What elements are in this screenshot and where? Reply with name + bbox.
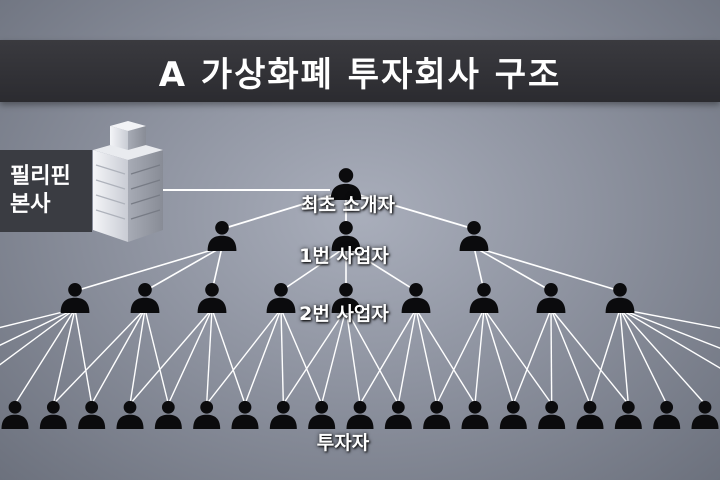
connector-level2-to-investor — [619, 308, 706, 405]
title-banner: A 가상화폐 투자회사 구조 — [0, 40, 720, 102]
connector-level1-to-level2 — [280, 246, 347, 292]
person-investor-icon — [269, 400, 297, 429]
person-investor-icon — [231, 400, 259, 429]
connector-level2-to-investor — [52, 308, 146, 405]
connector-level2-to-investor — [550, 308, 553, 405]
connector-level2-to-investor — [436, 308, 485, 405]
connector-offscreen-line — [0, 308, 76, 346]
connector-level2-to-investor — [619, 308, 668, 405]
connector-level2-to-investor — [205, 308, 213, 405]
person-level2-icon — [130, 283, 160, 313]
person-investor-icon — [384, 400, 412, 429]
connector-level2-to-investor — [52, 308, 76, 405]
person-investor-icon — [423, 400, 451, 429]
connector-level2-to-investor — [345, 308, 399, 405]
tier-label-investors: 투자자 — [316, 432, 370, 454]
tier-label-level2: 2번 사업자 — [299, 303, 389, 325]
diagram-title: A 가상화폐 투자회사 구조 — [158, 54, 562, 95]
connector-offscreen-line — [0, 308, 76, 366]
connector-level2-to-investor — [619, 308, 630, 405]
connector-level2-to-investor — [320, 308, 347, 405]
person-investor-icon — [653, 400, 681, 429]
connector-level2-to-investor — [550, 308, 591, 405]
connector-level2-to-investor — [211, 308, 246, 405]
connector-level2-to-investor — [91, 308, 146, 405]
connector-level2-to-investor — [359, 308, 417, 405]
connector-level2-to-investor — [397, 308, 417, 405]
connector-level2-to-investor — [244, 308, 282, 405]
connector-offscreen-line — [619, 308, 720, 349]
headquarters-label-line2: 본사 — [10, 192, 51, 217]
person-investor-icon — [691, 400, 719, 429]
person-level2-icon — [536, 283, 566, 313]
tier-label-level1: 1번 사업자 — [299, 245, 389, 267]
connector-level2-to-investor — [144, 308, 170, 405]
connector-level2-to-investor — [206, 308, 282, 405]
connector-level2-to-investor — [129, 308, 213, 405]
connector-level2-to-investor — [550, 308, 629, 405]
person-investor-icon — [614, 400, 642, 429]
connector-level2-to-investor — [589, 308, 621, 405]
connector-level2-to-investor — [415, 308, 438, 405]
connector-level1-to-level2 — [473, 246, 621, 292]
connector-level2-to-investor — [282, 308, 347, 405]
connector-level2-to-investor — [345, 308, 361, 405]
connector-level1-to-level2 — [473, 246, 552, 292]
person-level2-icon — [401, 283, 431, 313]
person-investor-icon — [461, 400, 489, 429]
connector-level2-to-investor — [280, 308, 285, 405]
connector-level1-to-level2 — [345, 246, 417, 292]
connector-level2-to-investor — [129, 308, 146, 405]
connector-level2-to-investor — [280, 308, 323, 405]
person-investor-icon — [346, 400, 374, 429]
person-investor-icon — [39, 400, 67, 429]
connector-offscreen-line — [619, 308, 720, 369]
person-investor-icon — [78, 400, 106, 429]
connector-lines — [0, 189, 720, 405]
connector-level2-to-investor — [483, 308, 515, 405]
office-building-icon — [93, 121, 163, 242]
connector-level2-to-investor — [415, 308, 476, 405]
person-level2-icon — [469, 283, 499, 313]
person-investor-icon — [308, 400, 336, 429]
headquarters-label: 필리핀 본사 — [0, 150, 92, 232]
connector-level2-to-investor — [167, 308, 213, 405]
connector-level2-to-investor — [74, 308, 93, 405]
connector-level2-to-investor — [474, 308, 485, 405]
person-investor-icon — [193, 400, 221, 429]
person-investor-icon — [1, 400, 29, 429]
person-investor-icon — [116, 400, 144, 429]
headquarters-label-line1: 필리핀 — [10, 164, 71, 189]
connector-top-to-level1 — [345, 190, 475, 230]
person-level2-icon — [197, 283, 227, 313]
person-investor-icon — [538, 400, 566, 429]
connector-level1-to-level2 — [144, 246, 223, 292]
connector-level2-to-investor — [483, 308, 553, 405]
person-investor-icon — [154, 400, 182, 429]
connector-top-to-level1 — [221, 190, 347, 230]
connector-offscreen-line — [619, 308, 720, 329]
connector-level2-to-investor — [512, 308, 552, 405]
connector-level2-to-investor — [14, 308, 76, 405]
person-level2-icon — [266, 283, 296, 313]
person-investor-icon — [499, 400, 527, 429]
connector-level1-to-level2 — [74, 246, 223, 292]
person-investor-icon — [576, 400, 604, 429]
tier-label-first-introducer: 최초 소개자 — [300, 194, 396, 216]
